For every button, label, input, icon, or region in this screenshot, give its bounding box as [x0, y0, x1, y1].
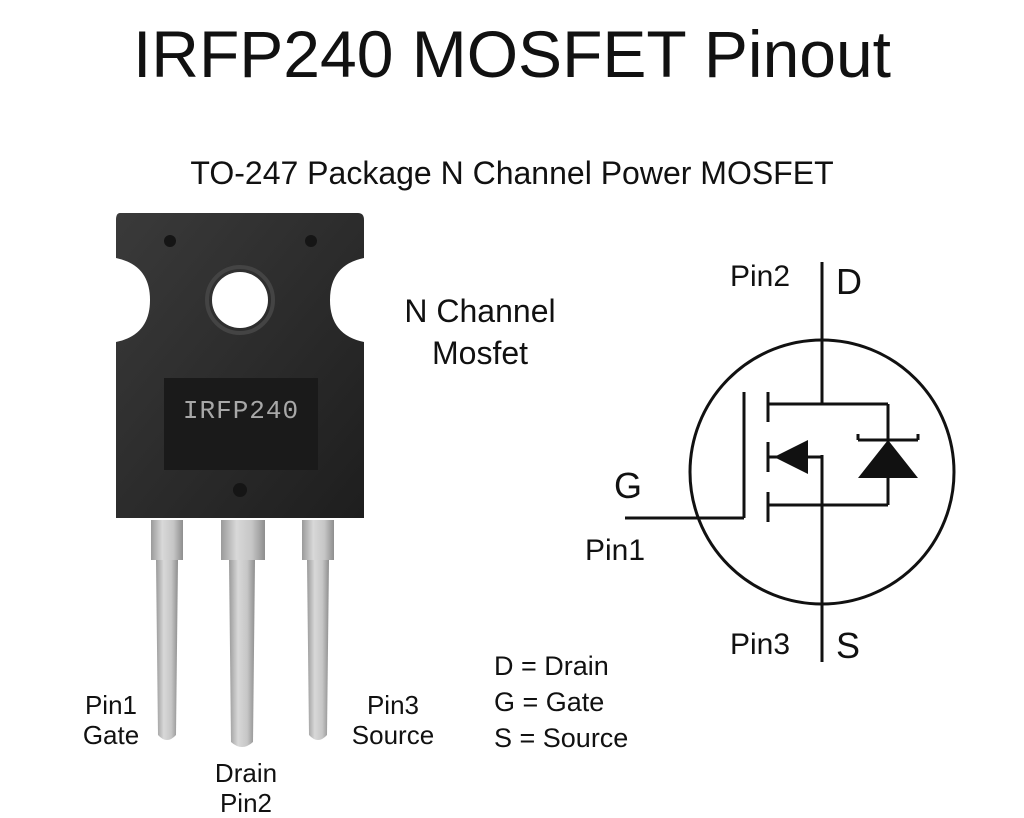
- pin3-label: Pin3 Source: [351, 690, 435, 750]
- mounting-hole: [212, 272, 268, 328]
- symbol-gate-letter: G: [614, 465, 643, 506]
- channel-label: N Channel Mosfet: [404, 293, 556, 371]
- page-subtitle: TO-247 Package N Channel Power MOSFET: [190, 155, 834, 191]
- lead-pin1: [151, 520, 183, 740]
- legend-item: G = Gate: [494, 687, 605, 717]
- symbol-gate-pin: Pin1: [585, 534, 646, 567]
- pin2-label: Drain Pin2: [214, 758, 278, 818]
- symbol-source-letter: S: [836, 625, 861, 666]
- symbol-drain-pin: Pin2: [730, 260, 791, 293]
- symbol-drain-letter: D: [836, 261, 862, 302]
- pin-legend: D = Drain G = Gate S = Source: [494, 648, 628, 756]
- legend-item: S = Source: [494, 723, 629, 753]
- pin1-label: Pin1 Gate: [82, 690, 140, 750]
- lead-pin3: [302, 520, 334, 740]
- package-body: [116, 213, 364, 518]
- body-diode: [858, 440, 918, 478]
- body-arrow: [774, 440, 808, 474]
- package-marking: IRFP240: [182, 396, 300, 426]
- symbol-source-pin: Pin3: [730, 628, 791, 661]
- lead-pin2: [221, 520, 265, 747]
- page-title: IRFP240 MOSFET Pinout: [132, 17, 892, 91]
- legend-item: D = Drain: [494, 651, 609, 681]
